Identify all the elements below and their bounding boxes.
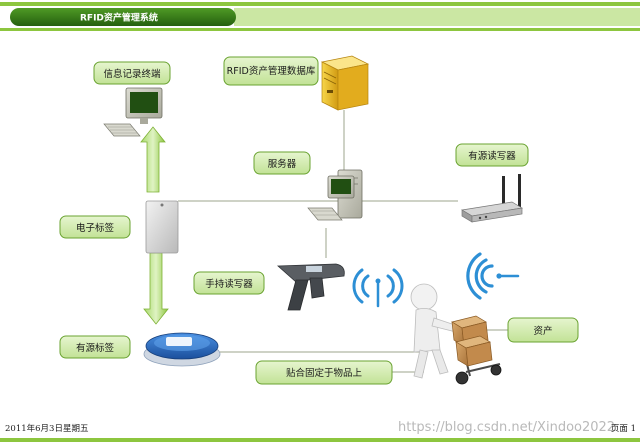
label-asset-box <box>507 317 579 343</box>
label-handheld-box <box>193 271 265 295</box>
footer: https://blog.csdn.net/Xindoo2022 2011年6月… <box>0 420 640 442</box>
label-database: RFID资产管理数据库 <box>223 56 319 86</box>
label-terminal-text: 信息记录终端 <box>103 68 161 80</box>
title-bar: RFID资产管理系统 <box>0 2 640 31</box>
terminal-computer-icon <box>103 87 163 137</box>
arrow-up-shape <box>140 126 166 193</box>
footer-date: 2011年6月3日星期五 <box>5 423 89 434</box>
title-bar-bottom-line <box>0 28 640 31</box>
active-tag-puck-icon <box>143 332 221 367</box>
arrow-tag-to-terminal <box>140 126 166 193</box>
active-reader-device-icon <box>460 174 524 223</box>
label-active-reader-text: 有源读写器 <box>468 150 516 162</box>
label-attach-box <box>255 360 393 385</box>
footer-bottom-line <box>0 438 640 442</box>
label-active-reader: 有源读写器 <box>455 143 529 167</box>
watermark-text: https://blog.csdn.net/Xindoo2022 <box>398 420 615 435</box>
label-handheld-text: 手持读写器 <box>205 278 253 290</box>
label-active-reader-box <box>455 143 529 167</box>
label-attach: 贴合固定于物品上 <box>255 360 393 385</box>
label-asset: 资产 <box>507 317 579 343</box>
connector-lines <box>178 110 508 373</box>
label-server-box <box>253 151 311 175</box>
label-e-tag-box <box>59 215 131 239</box>
signal-waves-icon-left <box>352 268 404 308</box>
arrow-down-shape <box>143 252 169 325</box>
label-terminal-box <box>93 61 171 85</box>
label-terminal: 信息记录终端 <box>93 61 171 85</box>
label-server: 服务器 <box>253 151 311 175</box>
person-with-boxes-icon <box>410 283 502 385</box>
signal-waves-icon-right <box>466 252 520 300</box>
title-bar-top-line <box>0 2 640 6</box>
label-attach-text: 贴合固定于物品上 <box>286 367 363 379</box>
slide-title: RFID资产管理系统 <box>80 12 158 24</box>
handheld-reader-icon <box>276 263 345 311</box>
label-database-text: RFID资产管理数据库 <box>227 65 316 77</box>
label-server-text: 服务器 <box>268 158 297 170</box>
label-e-tag-text: 电子标签 <box>76 222 115 234</box>
title-bar-right-band <box>234 8 640 26</box>
footer-page-number: 页面 1 <box>611 424 636 434</box>
label-active-tag-box <box>59 335 131 359</box>
electronic-tag-card-icon <box>145 200 179 254</box>
title-pill <box>10 8 236 26</box>
server-computer-icon <box>307 169 363 221</box>
label-database-box <box>223 56 319 86</box>
label-e-tag: 电子标签 <box>59 215 131 239</box>
label-active-tag-text: 有源标签 <box>76 342 115 354</box>
database-server-icon <box>320 55 370 111</box>
label-asset-text: 资产 <box>533 325 552 337</box>
label-active-tag: 有源标签 <box>59 335 131 359</box>
label-handheld: 手持读写器 <box>193 271 265 295</box>
arrow-tag-to-active-tag <box>143 252 169 325</box>
